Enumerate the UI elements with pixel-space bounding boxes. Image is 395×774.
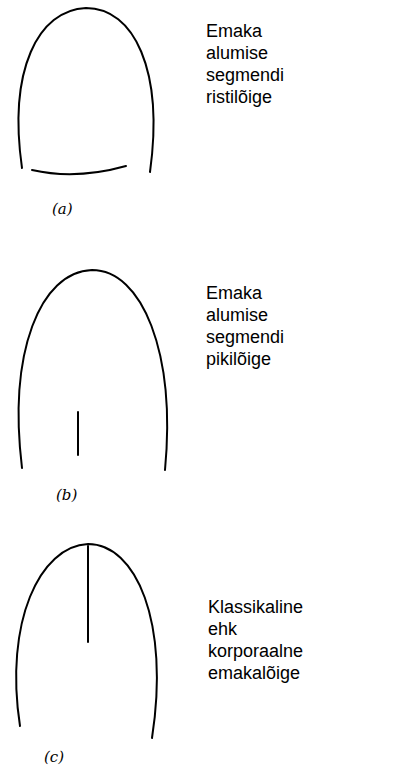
figure-letter: (c) (44, 748, 64, 766)
transverse-incision (32, 166, 126, 174)
figure-letter: (b) (56, 486, 77, 504)
uterus-outline (19, 270, 167, 470)
vertical-incision (77, 412, 79, 455)
classical-incision (87, 546, 89, 642)
incision-label: Klassikaline ehk korporaalne emakalõige (208, 596, 320, 684)
incision-label: Emaka alumise segmendi ristilõige (206, 20, 318, 108)
figure-letter: (a) (52, 200, 73, 218)
incision-label: Emaka alumise segmendi pikilõige (206, 282, 318, 370)
uterus-outline (16, 544, 157, 738)
uterus-outline (19, 8, 154, 172)
